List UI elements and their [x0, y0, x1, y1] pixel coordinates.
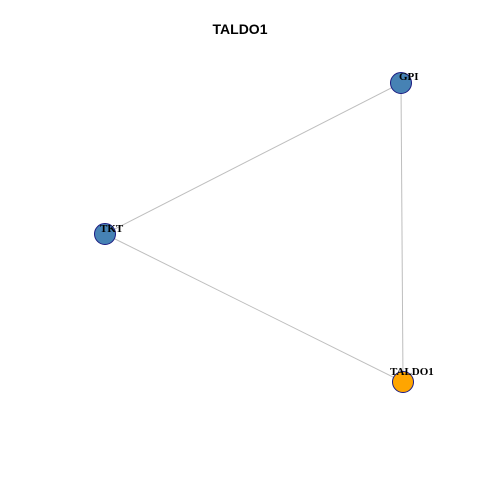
node-taldo1-circle — [392, 371, 414, 393]
node-tkt-circle — [94, 223, 116, 245]
node-tkt-label: TKT — [100, 223, 124, 235]
node-taldo1[interactable]: TALDO1 — [390, 366, 434, 393]
edge-gpi-tkt — [104, 82, 402, 235]
edge-tkt-taldo1 — [104, 233, 404, 383]
node-taldo1-label: TALDO1 — [390, 366, 434, 378]
graph-title: TALDO1 — [212, 21, 268, 37]
node-gpi-circle — [390, 72, 412, 94]
node-gpi-label: GPI — [399, 71, 419, 83]
edge-gpi-taldo1 — [400, 82, 404, 383]
node-tkt[interactable]: TKT — [94, 223, 124, 245]
edge-layer — [104, 82, 404, 383]
node-gpi[interactable]: GPI — [390, 71, 419, 94]
node-layer: GPI TKT TALDO1 — [94, 71, 434, 393]
